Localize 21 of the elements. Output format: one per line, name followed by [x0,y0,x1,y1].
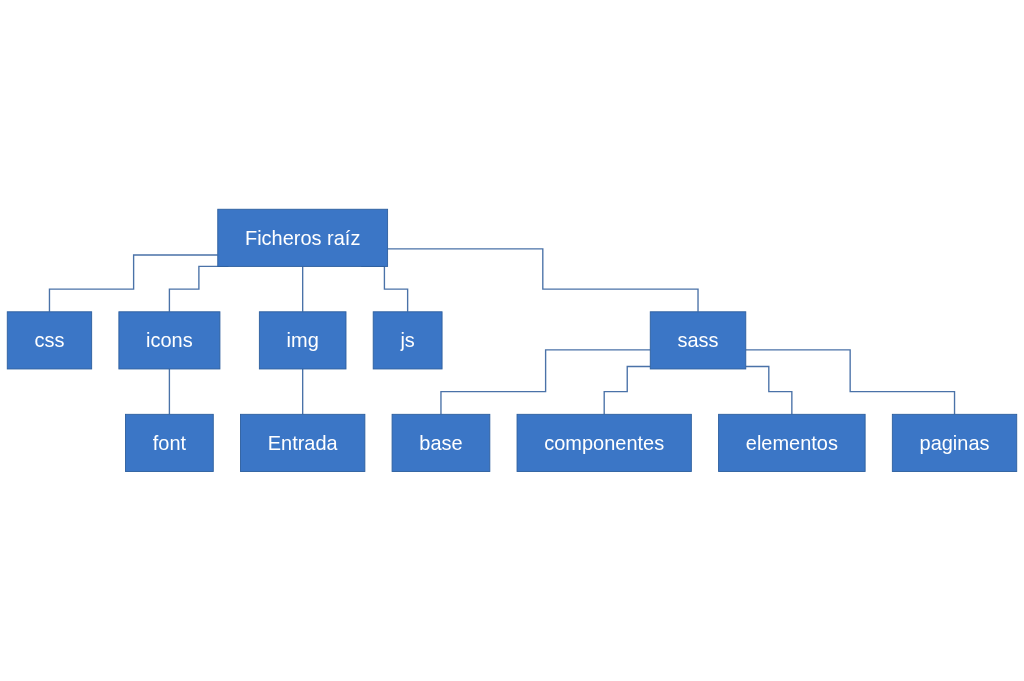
node-box: font [125,414,214,473]
connector [745,365,793,416]
node-box: elementos [718,414,866,473]
node-box: componentes [516,414,692,473]
node-box: js [372,311,443,370]
node-box: css [6,311,93,370]
connector [48,254,219,313]
connector [603,365,651,416]
connector [302,265,304,313]
node-box: Entrada [240,414,366,473]
connector [386,248,699,313]
connector [168,368,171,416]
node-box: base [391,414,491,473]
node-box: Ficheros raíz [217,208,389,267]
node-box: icons [118,311,221,370]
node-box: img [258,311,347,370]
connector [440,349,651,416]
node-box: paginas [891,414,1018,473]
connector [745,349,956,416]
connector [302,368,304,416]
node-box: sass [649,311,747,370]
